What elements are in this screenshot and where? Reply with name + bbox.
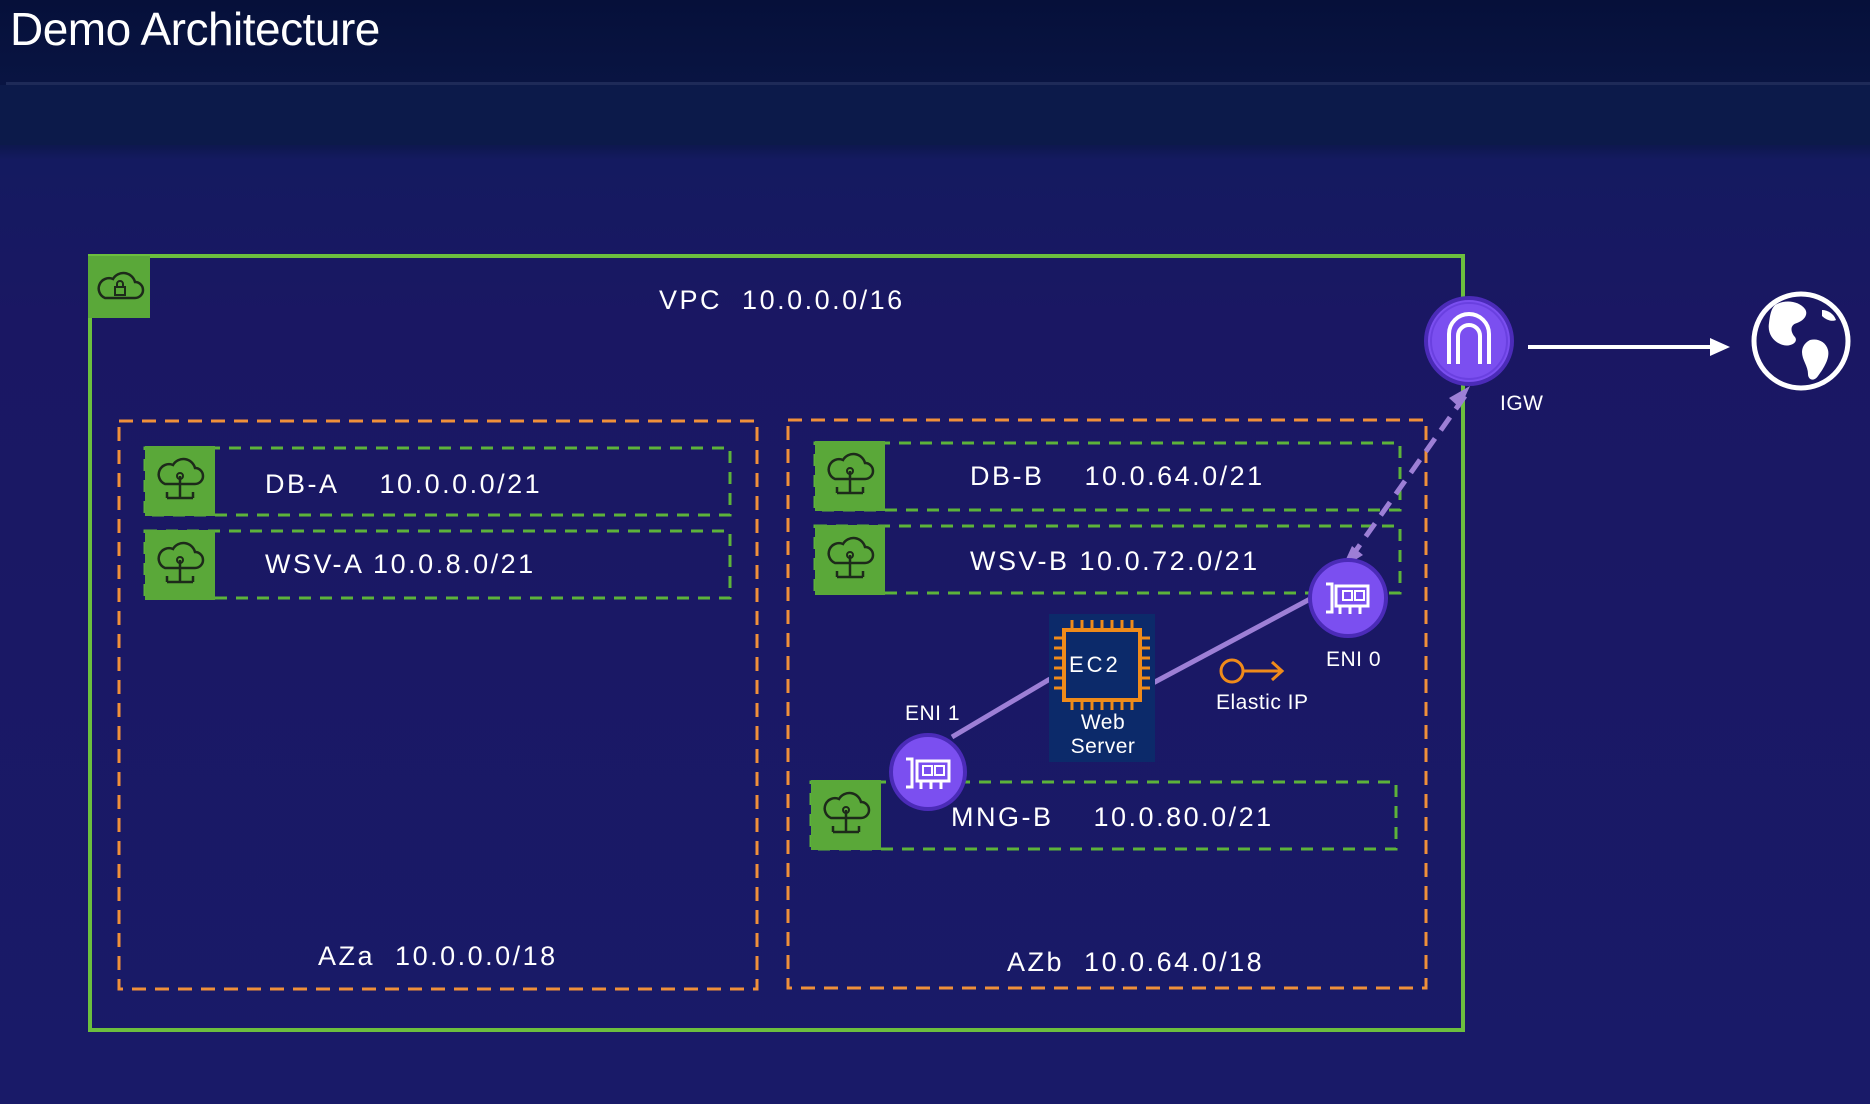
elastic-ip-label: Elastic IP: [1216, 691, 1309, 714]
eni1-icon: [889, 733, 967, 811]
eni1-label: ENI 1: [905, 702, 961, 725]
ec2-caption: Web Server: [1052, 711, 1154, 759]
igw-internet-arrow-head: [1710, 338, 1730, 356]
arrow-head-igw: [1449, 386, 1470, 408]
subnet-db-b-label: DB-B 10.0.64.0/21: [970, 461, 1265, 492]
subnet-name: WSV-B: [970, 546, 1070, 576]
eni0-icon: [1308, 558, 1388, 638]
subnet-cidr: 10.0.80.0/21: [1093, 802, 1274, 832]
title-divider: [6, 82, 1870, 85]
subnet-name: MNG-B: [951, 802, 1054, 832]
subnet-icon-wsv-b: [815, 525, 885, 595]
eni0-label: ENI 0: [1326, 648, 1382, 671]
igw-eni0-dashed-link: [1349, 394, 1468, 558]
vpc-boundary: [88, 254, 1465, 1032]
slide-title: Demo Architecture: [10, 3, 380, 55]
link-eni1-ec2: [950, 676, 1052, 740]
globe-icon: [1751, 291, 1851, 391]
az-name: AZa: [318, 941, 376, 971]
igw-label: IGW: [1500, 392, 1544, 415]
vpc-label: VPC 10.0.0.0/16: [659, 285, 905, 316]
subnet-icon-db-b: [815, 441, 885, 511]
igw-icon: [1424, 296, 1514, 386]
az-b-boundary: [786, 418, 1428, 990]
subnet-icon-wsv-a: [145, 530, 215, 600]
subnet-name: DB-B: [970, 461, 1045, 491]
subnet-mng-b-label: MNG-B 10.0.80.0/21: [951, 802, 1274, 833]
az-cidr: 10.0.64.0/18: [1084, 947, 1265, 977]
subnet-cidr: 10.0.64.0/21: [1084, 461, 1265, 491]
subnet-wsv-a-label: WSV-A 10.0.8.0/21: [265, 549, 536, 580]
az-b-label: AZb 10.0.64.0/18: [1007, 947, 1264, 978]
header-band: [0, 85, 1870, 145]
ec2-caption-line2: Server: [1070, 735, 1136, 758]
subnet-icon-db-a: [145, 446, 215, 516]
subnet-name: WSV-A: [265, 549, 364, 579]
az-cidr: 10.0.0.0/18: [395, 941, 558, 971]
az-name: AZb: [1007, 947, 1065, 977]
subnet-cidr: 10.0.8.0/21: [373, 549, 536, 579]
subnet-wsv-b-label: WSV-B 10.0.72.0/21: [970, 546, 1260, 577]
vpc-cidr: 10.0.0.0/16: [742, 285, 905, 315]
az-a-boundary: [117, 419, 759, 991]
az-a-label: AZa 10.0.0.0/18: [318, 941, 558, 972]
vpc-name: VPC: [659, 285, 723, 315]
link-ec2-eni0: [1151, 595, 1314, 686]
subnet-db-a-label: DB-A 10.0.0.0/21: [265, 469, 542, 500]
vpc-cloud-lock-icon: [88, 256, 150, 318]
ec2-chip-icon: [1049, 614, 1155, 762]
ec2-chip-label: EC2: [1069, 652, 1121, 677]
ec2-caption-line1: Web: [1080, 711, 1126, 734]
subnet-cidr: 10.0.72.0/21: [1079, 546, 1260, 576]
elastic-ip-key-icon: [1219, 658, 1285, 684]
subnet-cidr: 10.0.0.0/21: [379, 469, 543, 499]
subnet-name: DB-A: [265, 469, 340, 499]
subnet-icon-mng-b: [811, 780, 881, 850]
